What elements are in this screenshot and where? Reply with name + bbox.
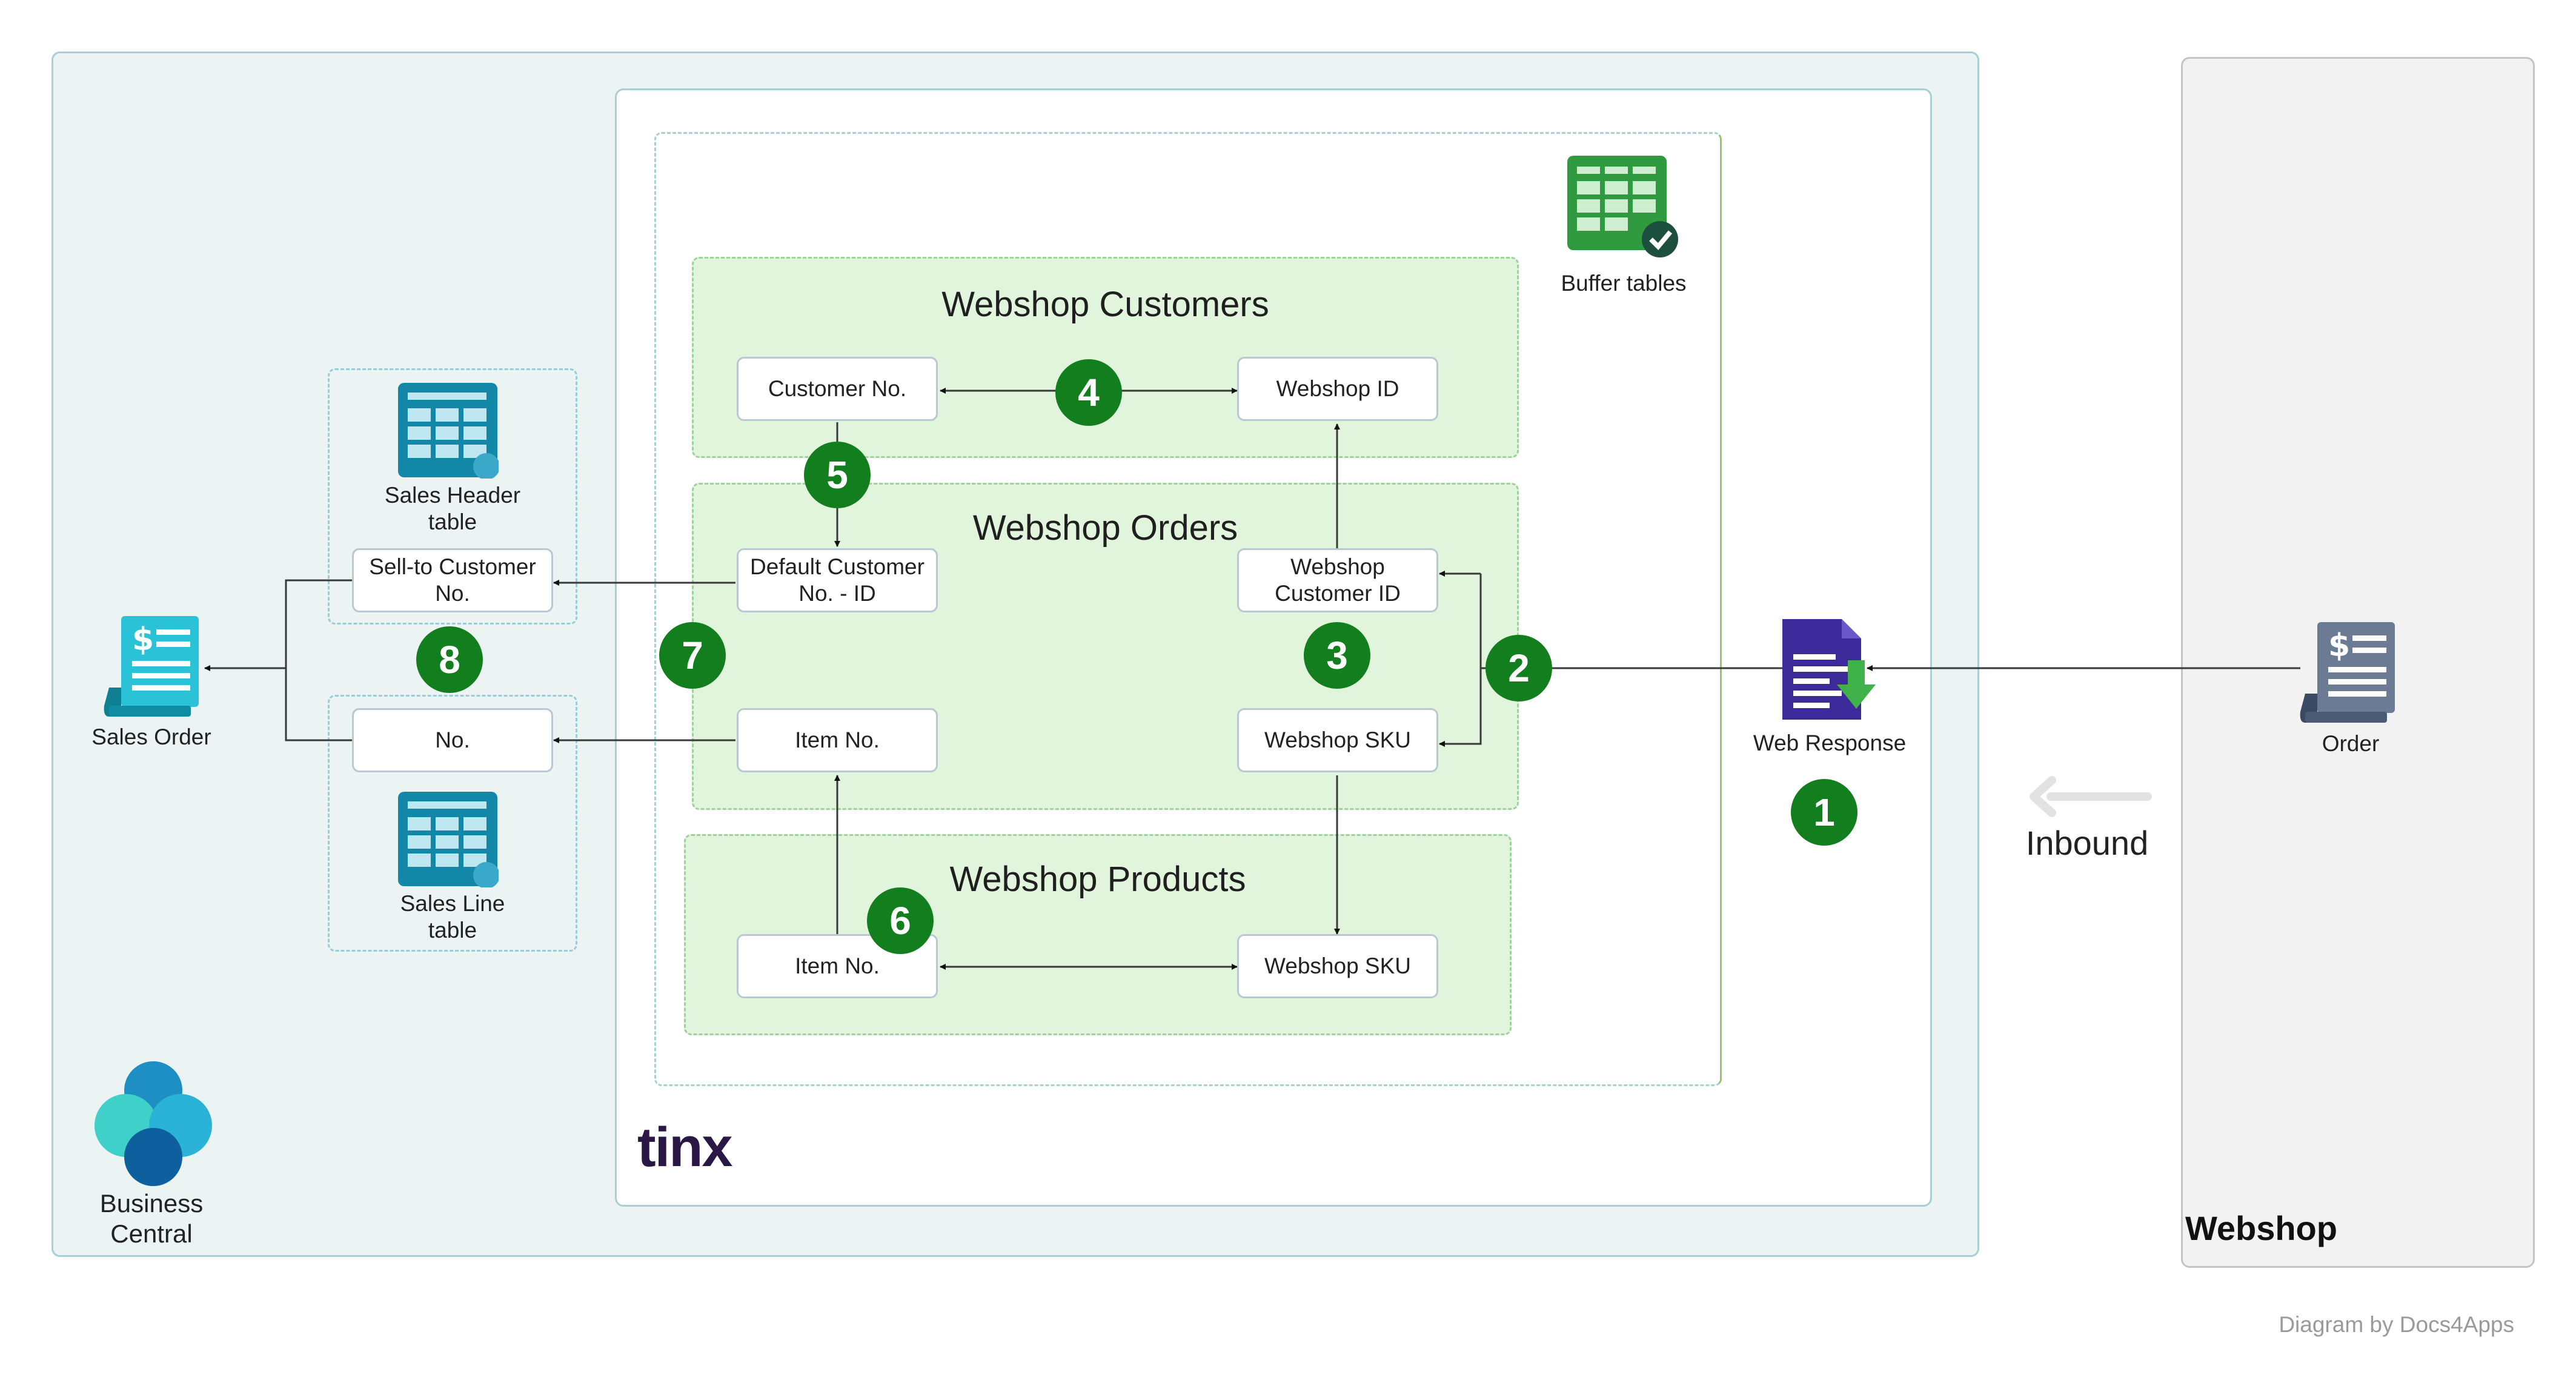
webshop-title: Webshop (2185, 1209, 2337, 1247)
web-response-icon (1782, 619, 1876, 720)
sales-line-box (328, 695, 577, 952)
webshop-orders-title: Webshop Orders (972, 508, 1238, 548)
step-badge-7: 7 (659, 622, 726, 689)
diagram-credit: Diagram by Docs4Apps (2279, 1312, 2514, 1337)
sales-line-table-icon (398, 792, 499, 887)
buffer-tables-area (654, 132, 1722, 1086)
sales-header-box (328, 368, 577, 625)
buffer-tables-icon (1567, 156, 1678, 257)
step-badge-3: 3 (1304, 622, 1370, 689)
sales-header-table-icon (398, 383, 499, 479)
business-central-logo-icon (95, 1061, 212, 1186)
step-badge-6: 6 (867, 887, 934, 954)
step-badge-2: 2 (1486, 635, 1552, 701)
sales-header-label: Sales Header table (384, 483, 521, 534)
field-webshop-id: Webshop ID (1237, 357, 1438, 421)
svg-text:$: $ (2328, 628, 2350, 664)
field-order-item-no: Item No. (737, 708, 938, 772)
webshop-products-title: Webshop Products (949, 860, 1246, 899)
business-central-label: Business Central (99, 1189, 204, 1248)
sales-order-icon: $ (104, 616, 199, 717)
svg-text:$: $ (132, 622, 154, 658)
order-icon: $ (2300, 622, 2395, 723)
field-customer-no: Customer No. (737, 357, 938, 421)
tinx-logo: tinx (637, 1116, 733, 1178)
inbound-arrow-icon (2030, 776, 2152, 817)
step-badge-5: 5 (804, 442, 871, 508)
buffer-tables-label: Buffer tables (1561, 271, 1687, 296)
field-sales-line-no: No. (352, 708, 553, 772)
field-sell-to-customer-no: Sell-to Customer No. (352, 548, 553, 612)
sales-line-label: Sales Line table (400, 891, 505, 943)
field-default-customer-no-id: Default Customer No. - ID (737, 548, 938, 612)
order-label: Order (2322, 731, 2380, 756)
step-badge-1: 1 (1791, 779, 1857, 846)
sales-order-label: Sales Order (91, 724, 211, 749)
web-response-label: Web Response (1753, 731, 1907, 755)
field-webshop-customer-id: Webshop Customer ID (1237, 548, 1438, 612)
field-order-webshop-sku: Webshop SKU (1237, 708, 1438, 772)
step-badge-4: 4 (1055, 359, 1122, 426)
field-product-webshop-sku: Webshop SKU (1237, 934, 1438, 998)
step-badge-8: 8 (416, 626, 483, 693)
webshop-customers-title: Webshop Customers (941, 285, 1269, 324)
inbound-label: Inbound (2025, 824, 2149, 862)
